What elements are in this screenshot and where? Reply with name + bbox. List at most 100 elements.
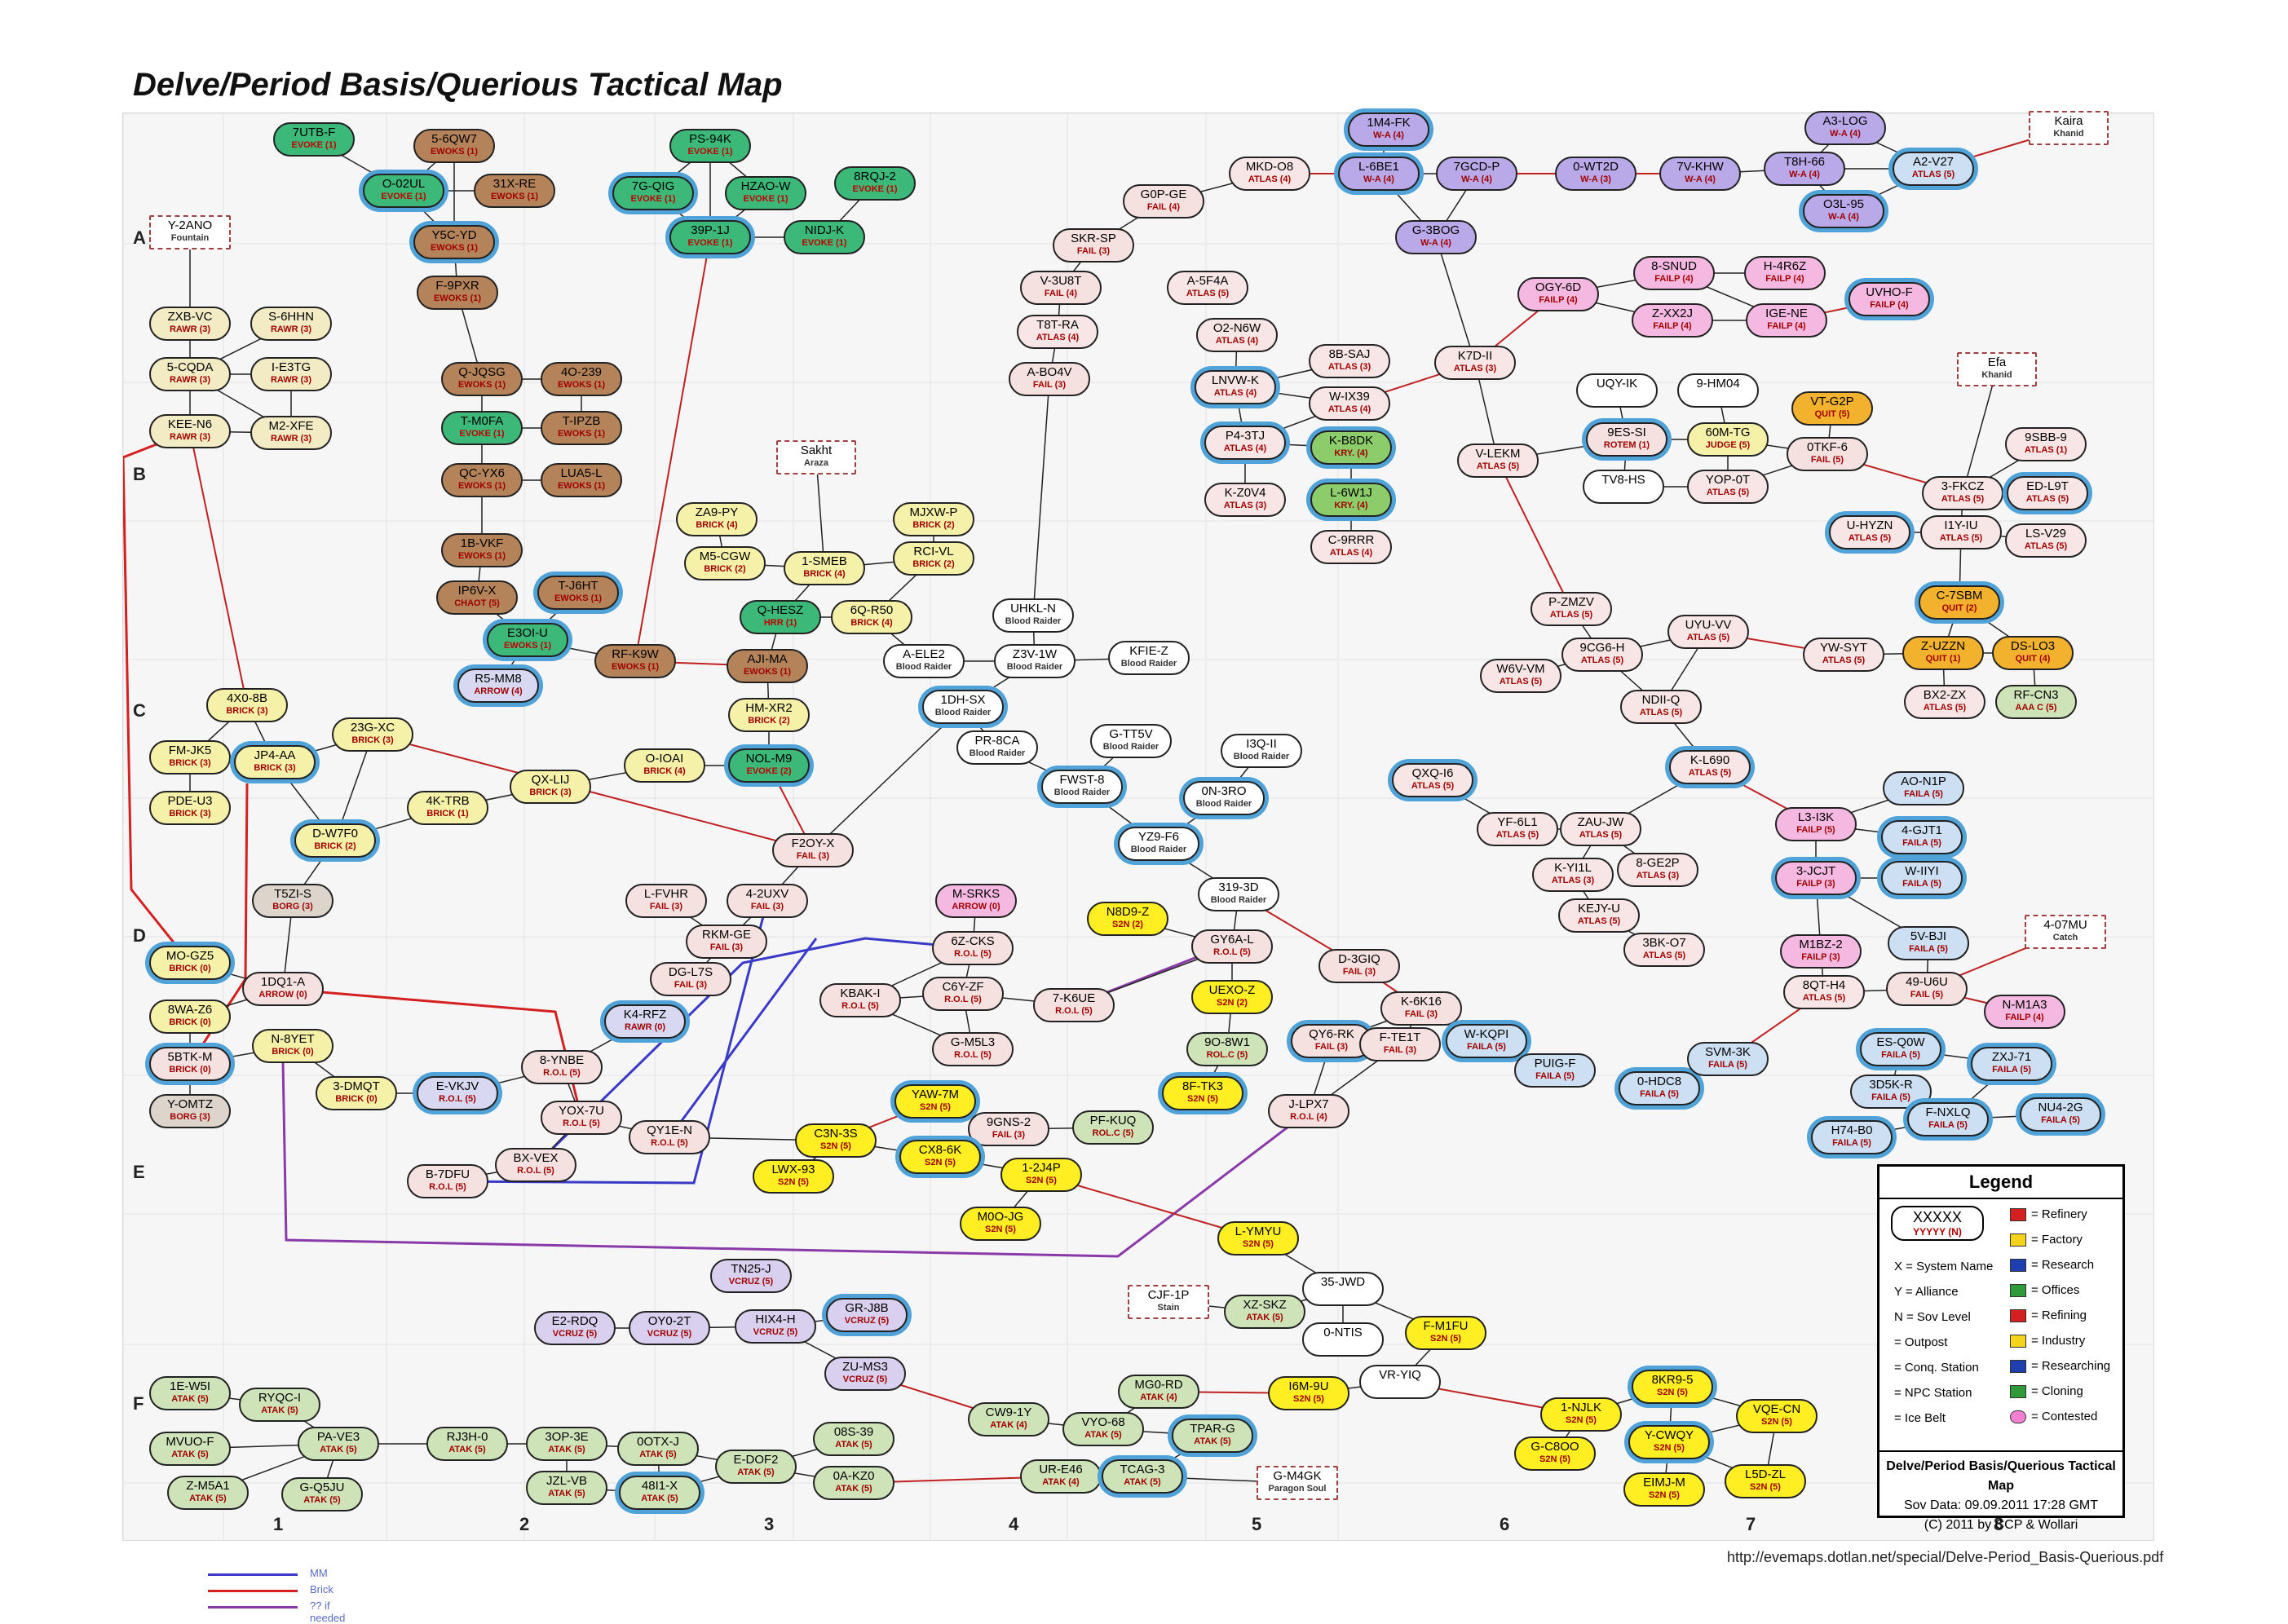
system-node[interactable]: 9-HM04 [1677,373,1759,408]
system-node[interactable]: 0-NTIS [1302,1322,1384,1357]
system-node[interactable]: UQY-IK [1576,373,1658,408]
